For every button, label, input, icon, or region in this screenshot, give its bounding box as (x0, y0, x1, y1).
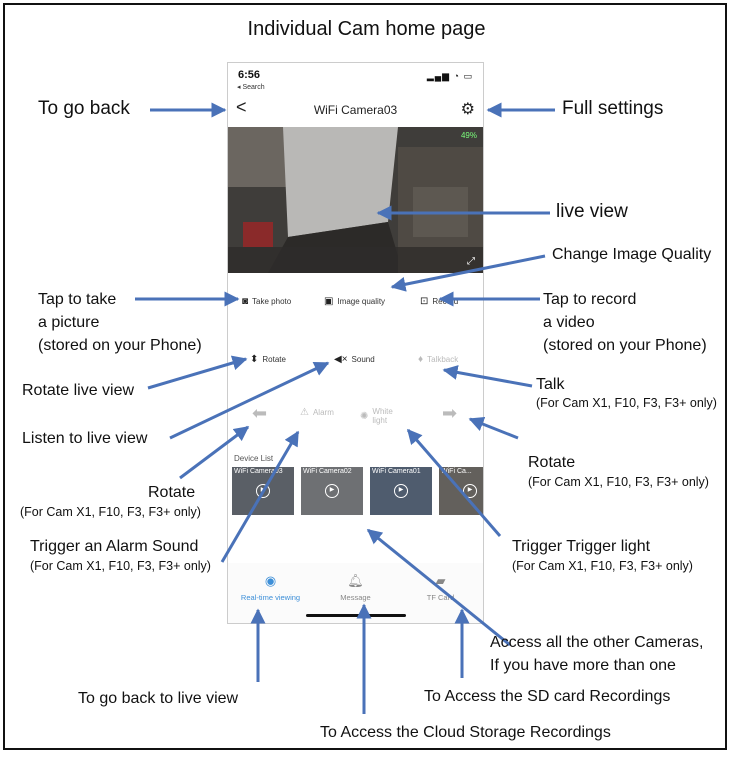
gear-icon[interactable]: ⚙ (460, 101, 475, 118)
label-rotate-live: Rotate live view (22, 382, 135, 399)
mute-speaker-icon: ◀× (334, 354, 348, 365)
back-icon[interactable]: < (236, 97, 247, 117)
take-photo-button[interactable]: ◙ Take photo (242, 296, 291, 307)
device-name: WiFi Camera02 (303, 468, 352, 475)
device-thumb[interactable]: WiFi Camera03 ▶ (232, 467, 294, 515)
device-thumb[interactable]: WiFi Camera02 ▶ (301, 467, 363, 515)
label-change-quality: Change Image Quality (552, 246, 712, 263)
live-view[interactable]: 49% ⤢ (228, 127, 483, 273)
device-name: WiFi Ca... (441, 468, 472, 475)
label-record-2: a video (543, 314, 595, 331)
label-listen-live: Listen to live view (22, 430, 148, 447)
tab-bar: ◉ Real-time viewing 🔔︎ Message ▰ TF Card (228, 563, 483, 623)
phone-screen: 6:56 ◂ Search ▂▄▆ ◔ ▭ < WiFi Camera03 ⚙ … (227, 62, 484, 624)
image-quality-label: Image quality (337, 297, 386, 306)
tab-tf-card[interactable]: ▰ TF Card (398, 573, 483, 602)
device-list-label: Device List (234, 454, 274, 463)
microphone-icon: ♦ (418, 354, 424, 365)
label-take-picture-3: (stored on your Phone) (38, 337, 202, 354)
arrow-access-cameras (366, 528, 511, 647)
play-icon: ▶ (463, 484, 477, 498)
label-take-picture-2: a picture (38, 314, 100, 331)
camera-title: WiFi Camera03 (313, 103, 398, 117)
label-rotate-left: Rotate (148, 484, 196, 501)
label-full-settings: Full settings (562, 98, 664, 119)
note-alarm: (For Cam X1, F10, F3, F3+ only) (30, 559, 211, 573)
label-talk: Talk (536, 376, 565, 393)
device-name: WiFi Camera01 (372, 468, 421, 475)
note-trigger-light: (For Cam X1, F10, F3, F3+ only) (512, 559, 693, 573)
light-bulb-icon: ✺ (360, 410, 369, 422)
talkback-button[interactable]: ♦ Talkback (418, 354, 458, 365)
arrow-left-icon[interactable]: ⬅ (252, 403, 268, 423)
arrow-rotate-live (147, 355, 248, 390)
label-rotate-right: Rotate (528, 454, 576, 471)
arrow-listen (169, 361, 330, 440)
talkback-label: Talkback (427, 355, 459, 364)
figure-title: Individual Cam home page (247, 18, 486, 40)
note-rotate-left: (For Cam X1, F10, F3, F3+ only) (20, 505, 201, 519)
white-light-button[interactable]: ✺ White light (360, 407, 408, 425)
arrow-trigger-light (406, 428, 502, 537)
label-access-cameras-2: If you have more than one (490, 657, 676, 674)
label-sd-card: To Access the SD card Recordings (424, 688, 671, 705)
tab-real-time-viewing[interactable]: ◉ Real-time viewing (228, 573, 313, 602)
tab-label: Message (340, 593, 371, 602)
device-thumb[interactable]: WiFi Camera01 ▶ (370, 467, 432, 515)
label-go-back: To go back (38, 98, 130, 119)
tab-label: TF Card (426, 593, 455, 602)
expand-icon[interactable]: ⤢ (467, 256, 475, 267)
tab-label: Real-time viewing (240, 593, 301, 602)
play-icon: ▶ (394, 484, 408, 498)
alarm-label: Alarm (312, 408, 334, 417)
status-search-link[interactable]: ◂ Search (237, 84, 265, 91)
label-live-view: live view (556, 201, 628, 222)
sound-label: Sound (351, 355, 375, 364)
arrow-alarm (220, 430, 300, 563)
image-quality-button[interactable]: ▣ Image quality (324, 296, 385, 307)
arrow-change-quality (390, 254, 546, 292)
alarm-button[interactable]: ⚠ Alarm (300, 407, 334, 418)
rotate-icon: ⬍ (250, 354, 259, 365)
sd-card-icon: ▰ (435, 573, 446, 588)
arrow-rotate-right (468, 416, 519, 440)
note-rotate-right: (For Cam X1, F10, F3, F3+ only) (528, 475, 709, 489)
label-access-cameras-1: Access all the other Cameras, (490, 634, 704, 651)
figure-border (3, 3, 727, 750)
white-light-label: White light (372, 407, 393, 425)
label-record-1: Tap to record (543, 291, 637, 308)
sound-button[interactable]: ◀× Sound (334, 354, 375, 365)
play-icon: ▶ (325, 484, 339, 498)
arrow-right-icon[interactable]: ➡ (442, 403, 458, 423)
note-talk: (For Cam X1, F10, F3, F3+ only) (536, 396, 717, 410)
arrow-talk (442, 365, 533, 388)
tab-message[interactable]: 🔔︎ Message (313, 573, 398, 602)
alarm-icon: ⚠ (300, 407, 309, 418)
rotate-label: Rotate (262, 355, 286, 364)
label-cloud: To Access the Cloud Storage Recordings (320, 724, 611, 741)
label-record-3: (stored on your Phone) (543, 337, 707, 354)
camera-icon: ◙ (242, 296, 249, 307)
rotate-button[interactable]: ⬍ Rotate (250, 354, 286, 365)
camera-lens-icon: ◉ (264, 573, 277, 588)
arrow-rotate-left (179, 425, 250, 480)
label-alarm-sound: Trigger an Alarm Sound (30, 538, 199, 555)
battery-level: 49% (460, 131, 477, 140)
label-trigger-light: Trigger Trigger light (512, 538, 651, 555)
label-back-live: To go back to live view (78, 690, 239, 707)
record-icon: ⊡ (420, 296, 429, 307)
hd-icon: ▣ (324, 296, 334, 307)
home-indicator (306, 614, 406, 617)
device-name: WiFi Camera03 (234, 468, 283, 475)
status-time: 6:56 (238, 69, 261, 81)
bell-icon: 🔔︎ (347, 573, 364, 588)
label-take-picture-1: Tap to take (38, 291, 117, 308)
status-icons: ▂▄▆ ◔ ▭ (426, 71, 473, 81)
take-photo-label: Take photo (252, 297, 292, 306)
